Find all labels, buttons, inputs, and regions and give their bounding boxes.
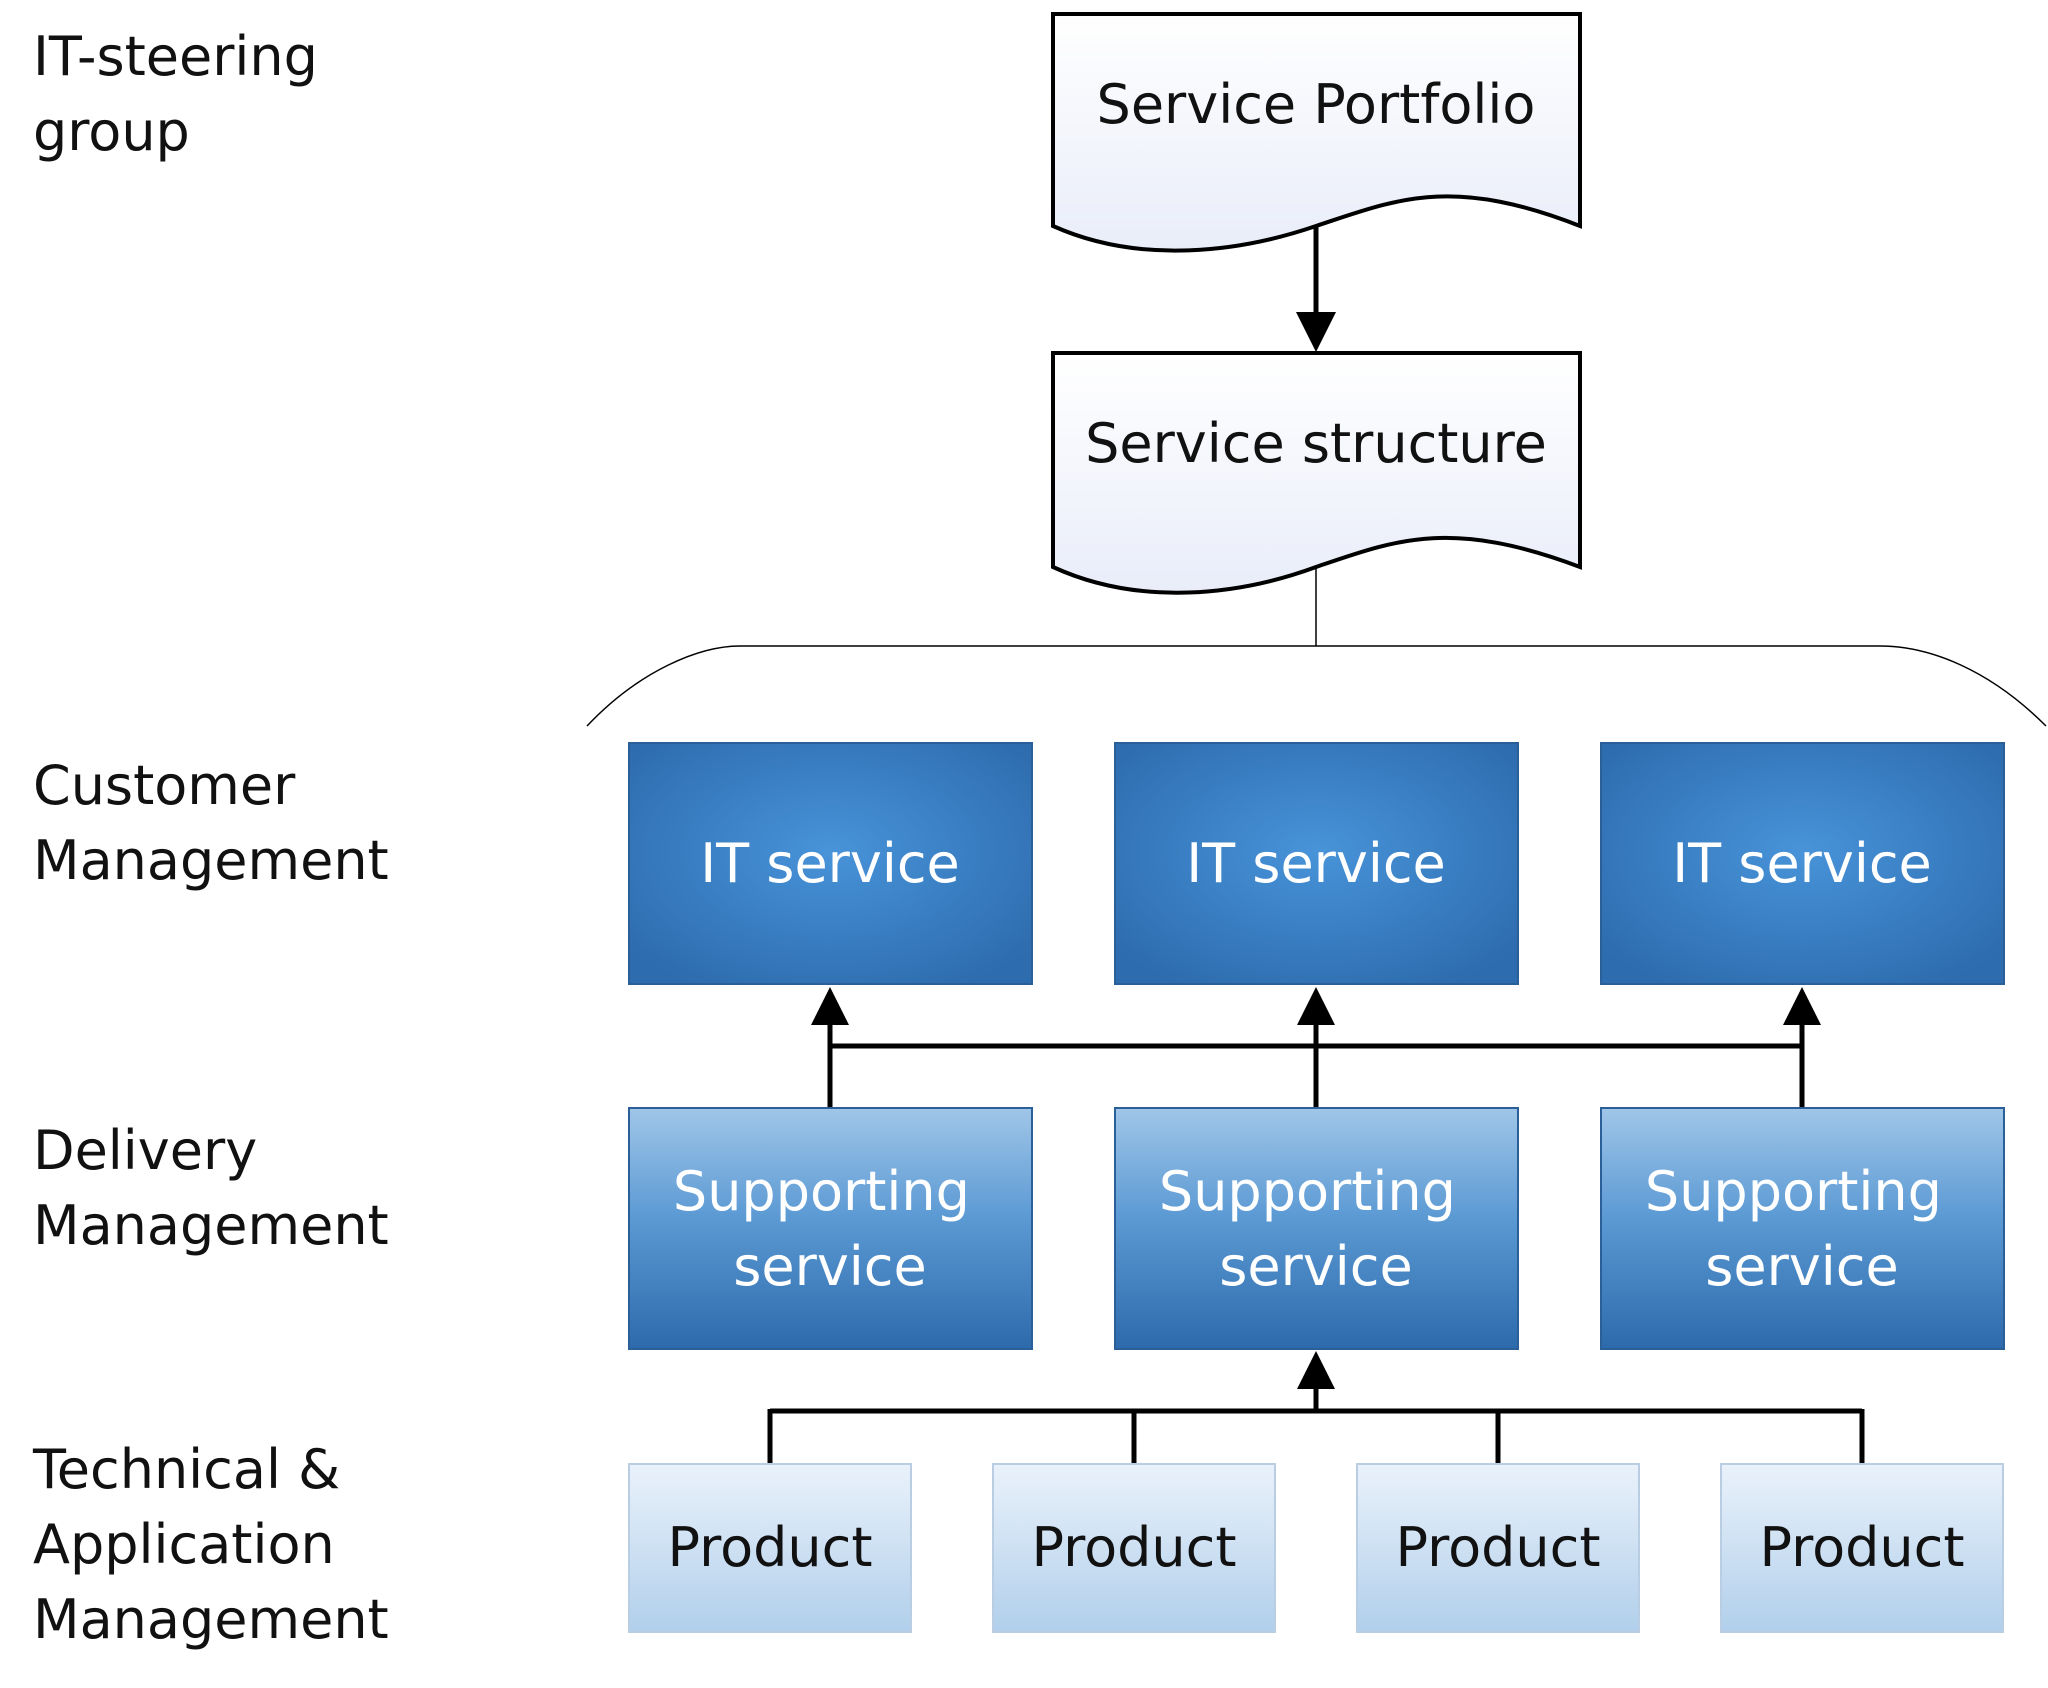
lane-label-technical: Technical & Application Management xyxy=(32,1438,389,1651)
document-service-structure: Service structure xyxy=(1051,351,1582,595)
it-service-label: IT service xyxy=(1186,832,1446,895)
document-label-portfolio: Service Portfolio xyxy=(1097,73,1536,136)
product-box: Product xyxy=(1356,1463,1640,1633)
supporting-service-label: Supporting service xyxy=(1645,1160,1959,1298)
supporting-service-label: Supporting service xyxy=(673,1160,987,1298)
connector-supporting-to-it xyxy=(811,987,1821,1108)
it-service-box: IT service xyxy=(1114,742,1519,985)
service-brace xyxy=(586,567,2047,727)
it-service-box: IT service xyxy=(628,742,1033,985)
product-box: Product xyxy=(1720,1463,2004,1633)
supporting-service-label: Supporting service xyxy=(1159,1160,1473,1298)
supporting-service-box: Supporting service xyxy=(1600,1107,2005,1350)
it-service-label: IT service xyxy=(1672,832,1932,895)
supporting-service-box: Supporting service xyxy=(628,1107,1033,1350)
it-service-label: IT service xyxy=(700,832,960,895)
product-box: Product xyxy=(628,1463,912,1633)
product-label: Product xyxy=(1031,1516,1236,1579)
connector-products-to-supporting xyxy=(767,1351,1865,1464)
lane-label-steering: IT-steering group xyxy=(33,25,335,163)
supporting-service-box: Supporting service xyxy=(1114,1107,1519,1350)
document-label-structure: Service structure xyxy=(1085,412,1547,475)
product-label: Product xyxy=(1759,1516,1964,1579)
arrow-head xyxy=(1297,1351,1335,1389)
arrow-head xyxy=(1783,987,1821,1025)
product-label: Product xyxy=(1395,1516,1600,1579)
arrow-head xyxy=(811,987,849,1025)
arrow-head xyxy=(1297,987,1335,1025)
document-service-portfolio: Service Portfolio xyxy=(1051,12,1582,253)
lane-label-delivery: Delivery Management xyxy=(33,1119,389,1257)
product-label: Product xyxy=(667,1516,872,1579)
arrow-portfolio-to-structure xyxy=(1296,226,1336,352)
product-box: Product xyxy=(992,1463,1276,1633)
lane-label-customer: Customer Management xyxy=(33,754,389,892)
it-service-box: IT service xyxy=(1600,742,2005,985)
